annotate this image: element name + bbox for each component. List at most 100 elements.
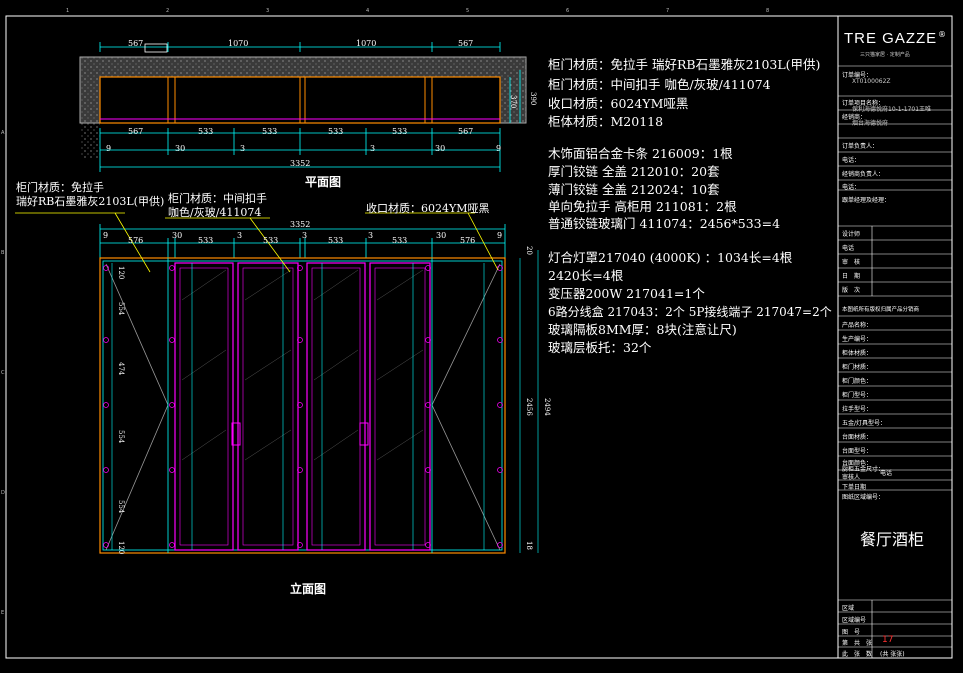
tb-label: 台面型号： [842,448,873,455]
plan-dim-top-4: 567 [458,39,474,48]
elev-top-dim-11: 30 [436,231,447,240]
tb-label: 台面材质： [842,434,873,441]
plan-small-5: 30 [435,144,446,153]
tb-label: 设计师 [842,231,861,238]
elev-top-dim-12: 576 [460,236,476,245]
elev-total: 3352 [290,220,311,229]
note-line: 薄门铰链 全盖 212024：10套 [548,182,720,197]
tb-value: 保利海德悦府10-1-1701王唯 [852,106,932,113]
callout-mid-door-2: 咖色/灰玻/411074 [168,206,262,219]
note-line: 变压器200W 217041=1个 [548,286,705,301]
tb-label: 版 次 [842,287,861,294]
tb-label: 下单日期 [842,484,867,491]
plan-dim-bot-1: 567 [128,127,144,136]
elevation-caption: 立面图 [290,582,327,596]
plan-small-1: 9 [106,144,112,153]
tb-label: 经销商： [842,114,867,121]
plan-caption: 平面图 [305,175,342,189]
tb-label: 区域 [842,605,855,612]
elev-top-dim-2: 576 [128,236,144,245]
registered-icon: ® [938,30,946,39]
tb-label: 审核人 [842,474,861,481]
elev-left-dim-4: 554 [117,430,125,444]
note-line: 灯合灯罩217040 (4000K) ：1034长=4根 [548,250,793,265]
plan-dim-bot-6: 567 [458,127,474,136]
elev-height2: 2494 [543,398,551,416]
plan-dim-bot-3: 533 [262,127,278,136]
tick-side: D [1,490,5,496]
tb-label: 区域编号 [842,617,867,624]
tick-top: 5 [466,8,470,14]
elev-left-dim-6: 120 [117,266,125,280]
elev-top-dim-13: 9 [497,231,503,240]
drawing-name: 餐厅酒柜 [860,530,925,549]
elev-top-dim-7: 3 [302,231,308,240]
tb-label: 本图纸所有版权归属产品分销商 [842,307,920,313]
plan-dim-top-3: 1070 [356,39,377,48]
tb-label: 柜门材质： [842,364,873,371]
elev-height: 2456 [525,398,533,416]
tb-label: 日 期 [842,273,861,280]
note-line: 单向免拉手 高柜用 211081：2根 [548,199,737,214]
tb-label: 厨柜五金尺寸： [842,466,885,473]
tb-label: 电话 [842,245,855,252]
tb-label: 此 张 数 [842,651,873,658]
tick-side: C [1,370,5,376]
plan-dim-top-1: 567 [128,39,144,48]
plan-total: 3352 [290,159,311,168]
plan-small-2: 30 [175,144,186,153]
note-line: 木饰面铝合金卡条 216009：1根 [548,146,733,161]
tb-label: 图纸区域编号： [842,494,885,501]
note-line: 厚门铰链 全盖 212010：20套 [548,164,720,179]
logo: TRE GAZZE [844,30,938,47]
tb-label: 生产编号： [842,336,873,343]
tb-label: 第 共 张 [842,640,873,647]
note-line: 普通铰链玻璃门 411074：2456*533=4 [548,216,781,231]
elev-bottom-small: 18 [525,541,533,550]
tb-value: XT0100062Z [852,78,891,85]
elev-top-dim-1: 9 [103,231,109,240]
elev-top-dim-4: 533 [198,236,214,245]
elev-left-dim-5: 554 [117,500,125,514]
tb-label: 台面颜色： [842,460,873,467]
tb-label: 跟单经理及经理： [842,197,891,204]
callout-edge: 收口材质：6024YM哑黑 [366,202,490,215]
plan-small-3: 3 [240,144,246,153]
tick-side: B [1,250,5,256]
tb-label: 订单编号： [842,72,873,79]
tb-label: 审 核 [842,259,861,266]
plan-side-1: 370 [509,95,517,109]
tb-label: 图 号 [842,629,861,636]
note-line: 6路分线盒 217043：2个 5P接线端子 217047=2个 [548,305,832,319]
tick-top: 1 [66,8,70,14]
tick-top: 6 [566,8,570,14]
sheet-count: (共 张张) [880,651,905,658]
plan-dim-bot-2: 533 [198,127,214,136]
tick-top: 4 [366,8,370,14]
elev-top-dim-5: 3 [237,231,243,240]
tick-top: 2 [166,8,170,14]
note-line: 收口材质：6024YM哑黑 [548,96,689,111]
note-line: 柜门材质：中间扣手 咖色/灰玻/411074 [548,77,771,92]
callout-mid-door-1: 柜门材质：中间扣手 [168,192,267,205]
note-line: 柜门材质：免拉手 瑞好RB石墨雅灰2103L(甲供) [548,57,821,72]
tick-top: 7 [666,8,670,14]
logo-sub: 三只猫家居 · 定制产品 [860,52,910,58]
elev-top-dim-6: 533 [263,236,279,245]
plan-dim-top-2: 1070 [228,39,249,48]
plan-dim-bot-5: 533 [392,127,408,136]
tb-label: 订单负责人： [842,143,879,150]
tick-top: 8 [766,8,770,14]
tb-value: 烟台海德悦府 [852,120,889,127]
tb-label: 电话： [842,184,861,191]
plan-side-2: 390 [529,92,537,106]
tb-label: 订单项目名称： [842,100,885,107]
note-line: 玻璃隔板8MM厚：8块(注意让尺) [548,322,737,337]
tb-label: 拉手型号： [842,406,873,413]
tick-side: A [1,130,5,136]
elev-left-dim-1: 120 [117,541,125,555]
tb-label: 产品名称： [842,322,873,329]
title-block-grid [838,65,952,658]
elev-top-dim-10: 533 [392,236,408,245]
tb-label: 电话 [880,470,893,477]
